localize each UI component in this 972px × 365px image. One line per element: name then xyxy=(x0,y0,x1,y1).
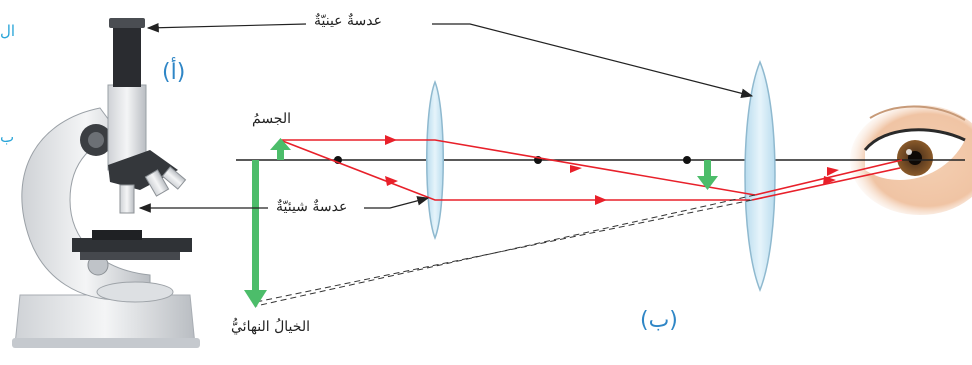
eyepiece-lens-label: عدسةٌ عينيّةٌ xyxy=(314,14,382,28)
light-rays xyxy=(280,140,902,200)
objective-lens xyxy=(427,82,444,238)
cropped-edge-text-middle: ب xyxy=(0,130,14,145)
part-a-label: (أ) xyxy=(162,62,185,84)
part-b-label: (ب) xyxy=(640,310,678,332)
object-arrow xyxy=(270,138,291,160)
eyepiece-lens xyxy=(745,62,775,290)
final-image-arrow xyxy=(244,160,267,308)
final-image-label: الخيالُ النهائيُّ xyxy=(231,320,310,334)
object-label: الجسمُ xyxy=(252,112,291,126)
cropped-edge-text-top: ال xyxy=(0,24,15,39)
focal-point xyxy=(683,156,691,164)
label-leaders xyxy=(140,24,752,208)
objective-lens-label: عدسةٌ شيئيّةٌ xyxy=(276,200,347,214)
